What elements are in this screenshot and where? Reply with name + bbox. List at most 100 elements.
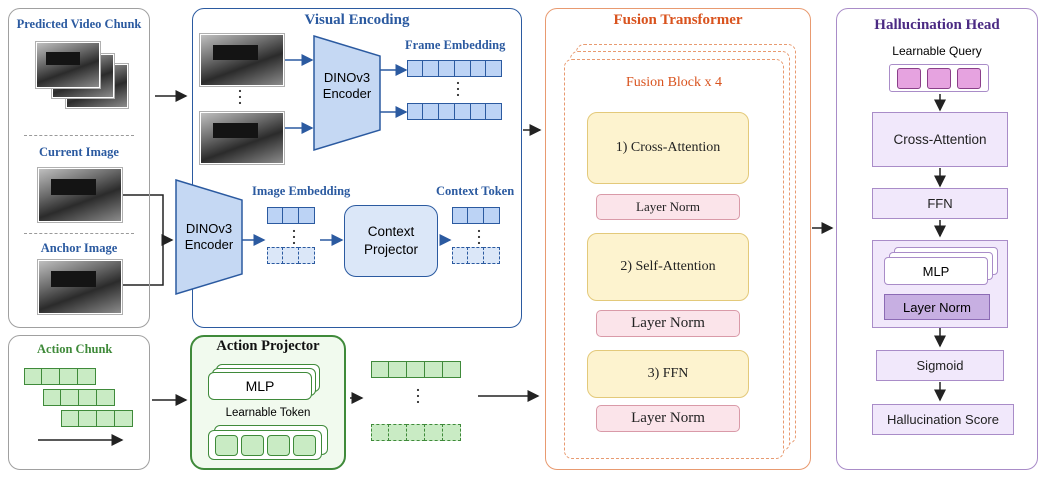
- query-token: [897, 67, 921, 89]
- action-token-dots: ···: [415, 380, 421, 412]
- fusion-block-label: Fusion Block x 4: [625, 75, 723, 90]
- emb-cell: [406, 103, 424, 120]
- encoder-top-line2: Encoder: [322, 86, 372, 101]
- frame-embedding-label: Frame Embedding: [405, 38, 506, 52]
- act-cell: [388, 424, 408, 441]
- act-cell: [41, 368, 61, 385]
- encoder-bottom-line2: Encoder: [184, 237, 234, 252]
- act-cell: [406, 424, 426, 441]
- hallucination-head-panel: [836, 8, 1038, 470]
- act-cell: [370, 361, 390, 378]
- emb-cell: [422, 103, 440, 120]
- context-token-bottom: [451, 247, 501, 264]
- emb-cell: [298, 207, 316, 224]
- emb-cell: [485, 60, 503, 77]
- emb-cell: [469, 60, 487, 77]
- anchor-image-label: Anchor Image: [40, 241, 118, 255]
- context-token-dots: ···: [476, 221, 482, 253]
- act-cell: [388, 361, 408, 378]
- frame-embedding-bottom: [406, 103, 503, 120]
- fusion-layer-norm-3: Layer Norm: [596, 405, 740, 432]
- action-chunk-label: Action Chunk: [37, 342, 113, 356]
- visual-encoding-panel: [192, 8, 522, 328]
- learnable-query-box: [889, 64, 989, 92]
- act-cell: [95, 389, 115, 406]
- emb-cell: [469, 103, 487, 120]
- action-chunk-panel: [8, 335, 150, 470]
- dinov3-encoder-bottom-label: DINOv3 Encoder: [174, 221, 244, 253]
- act-cell: [113, 410, 133, 427]
- predicted-video-chunk-label: Predicted Video Chunk: [16, 17, 142, 31]
- token-stack-front: [208, 430, 322, 460]
- emb-cell: [485, 103, 503, 120]
- learnable-token-label: Learnable Token: [225, 407, 311, 419]
- act-cell: [23, 368, 43, 385]
- act-cell: [423, 361, 443, 378]
- emb-cell: [438, 103, 456, 120]
- emb-cell: [438, 60, 456, 77]
- act-cell: [78, 410, 98, 427]
- fusion-transformer-panel: [545, 8, 811, 470]
- act-cell: [60, 410, 80, 427]
- emb-cell: [422, 60, 440, 77]
- emb-cell: [298, 247, 316, 264]
- learnable-token: [292, 434, 316, 456]
- emb-cell: [451, 207, 469, 224]
- fusion-self-attention: 2) Self-Attention: [587, 233, 749, 301]
- emb-cell: [282, 247, 300, 264]
- act-cell: [60, 389, 80, 406]
- context-projector-line1: Context: [367, 224, 415, 239]
- frame-embedding-top: [406, 60, 503, 77]
- emb-cell: [266, 207, 284, 224]
- hallucination-score: Hallucination Score: [872, 404, 1014, 435]
- act-cell: [441, 361, 461, 378]
- context-projector-line2: Projector: [363, 242, 419, 257]
- frame-thumb-bottom: [200, 112, 284, 164]
- head-mlp: MLP: [884, 257, 988, 285]
- emb-cell: [467, 247, 485, 264]
- hallucination-head-title: Hallucination Head: [874, 17, 1000, 33]
- context-token-top: [451, 207, 501, 224]
- fusion-ffn: 3) FFN: [587, 350, 749, 398]
- emb-cell: [453, 103, 471, 120]
- act-cell: [423, 424, 443, 441]
- predicted-frame-1: [36, 42, 100, 88]
- dinov3-encoder-bottom: [175, 178, 243, 296]
- image-embedding-bottom: [266, 247, 316, 264]
- act-cell: [76, 368, 96, 385]
- context-projector: Context Projector: [344, 205, 438, 277]
- image-embedding-label: Image Embedding: [252, 184, 351, 198]
- head-ffn: FFN: [872, 188, 1008, 219]
- act-cell: [370, 424, 390, 441]
- image-embedding-top: [266, 207, 316, 224]
- dinov3-encoder-top-label: DINOv3 Encoder: [312, 70, 382, 102]
- act-cell: [42, 389, 62, 406]
- act-cell: [406, 361, 426, 378]
- head-layer-norm: Layer Norm: [884, 294, 990, 320]
- action-row-1: [23, 368, 96, 385]
- learnable-token: [240, 434, 264, 456]
- act-cell: [441, 424, 461, 441]
- divider-1: [24, 135, 134, 136]
- query-token: [957, 67, 981, 89]
- head-cross-attention: Cross-Attention: [872, 112, 1008, 167]
- action-projector-title: Action Projector: [216, 338, 320, 354]
- head-sigmoid: Sigmoid: [876, 350, 1004, 381]
- action-token-top: [370, 361, 461, 378]
- frame-dots: ···: [237, 81, 243, 113]
- encoder-bottom-line1: DINOv3: [185, 221, 233, 236]
- dinov3-encoder-top: [313, 34, 381, 152]
- fusion-cross-attention: 1) Cross-Attention: [587, 112, 749, 184]
- learnable-query-label: Learnable Query: [892, 44, 982, 58]
- act-cell: [78, 389, 98, 406]
- current-image-label: Current Image: [39, 145, 119, 159]
- fusion-transformer-title: Fusion Transformer: [613, 12, 743, 28]
- encoder-top-line1: DINOv3: [323, 70, 371, 85]
- action-row-2: [42, 389, 115, 406]
- divider-2: [24, 233, 134, 234]
- emb-cell: [406, 60, 424, 77]
- emb-cell: [451, 247, 469, 264]
- emb-cell: [483, 247, 501, 264]
- query-token: [927, 67, 951, 89]
